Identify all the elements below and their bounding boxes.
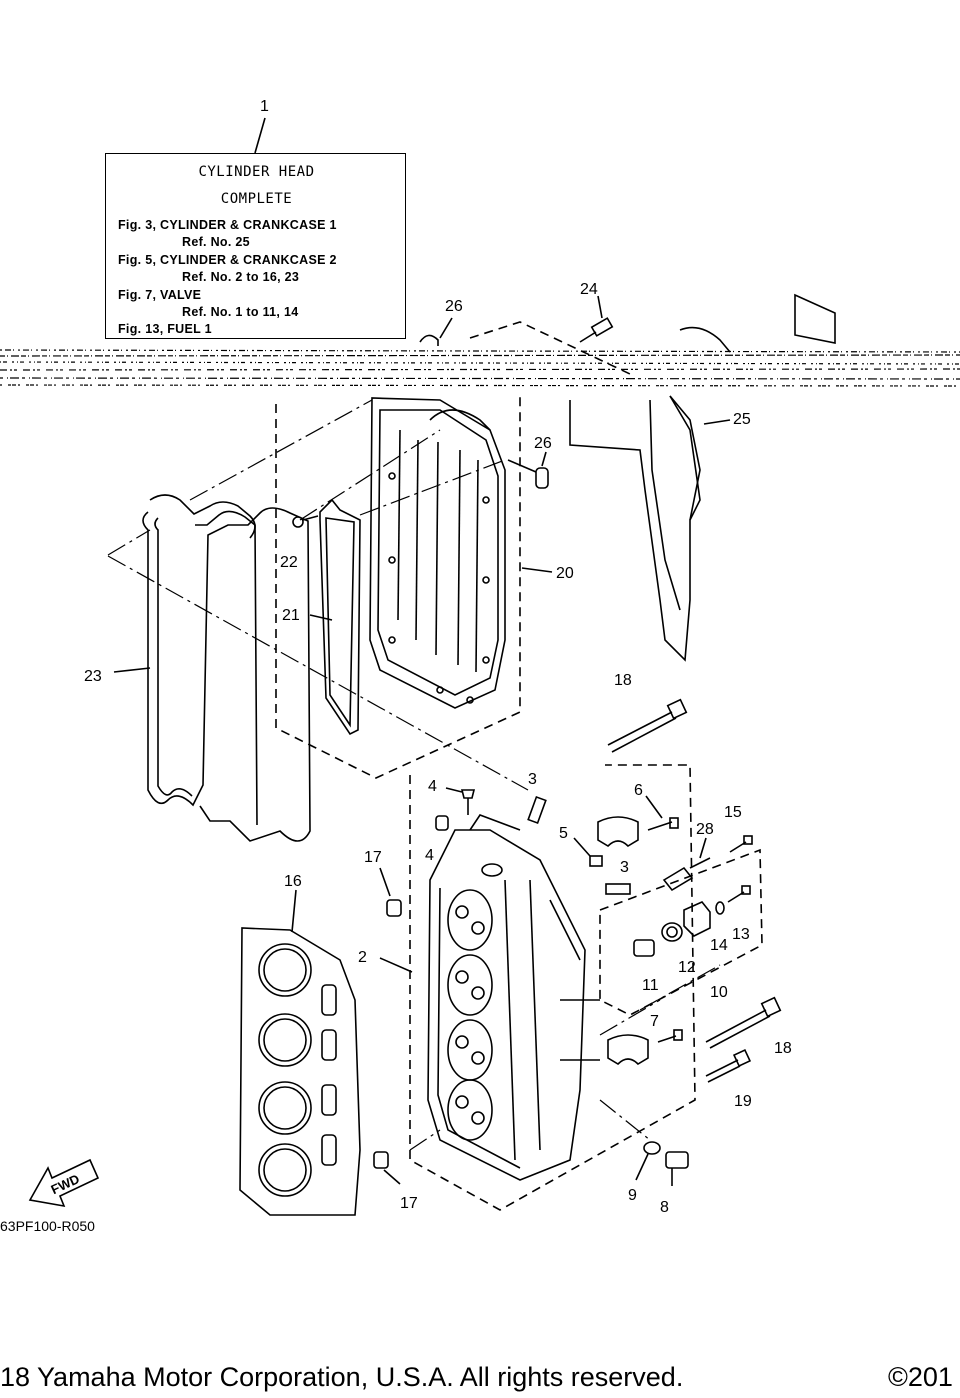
leader-16	[291, 889, 297, 933]
part-4-plug	[435, 787, 476, 831]
dashed-box-top	[469, 321, 631, 375]
part-14-oring	[715, 901, 725, 915]
callout-7: 7	[650, 1013, 659, 1030]
part-16-head-gasket	[239, 927, 361, 1216]
callout-2: 2	[358, 949, 367, 966]
part-9-washer	[635, 1141, 661, 1181]
callout-17-bottom: 17	[400, 1195, 418, 1212]
callout-5: 5	[559, 825, 568, 842]
leader-26	[541, 451, 547, 467]
part-6-bracket	[597, 795, 679, 848]
part-10-sensor-housing	[683, 901, 711, 937]
copyright-footer: 18 Yamaha Motor Corporation, U.S.A. All …	[0, 1362, 684, 1392]
callout-24: 24	[580, 281, 598, 298]
info-ref-line: Fig. 3, CYLINDER & CRANKCASE 1	[118, 218, 337, 232]
callout-20: 20	[556, 565, 574, 582]
part-5-pin	[573, 837, 603, 867]
info-title-line2: COMPLETE	[220, 191, 293, 207]
part-2-cylinder-head	[427, 814, 600, 1181]
part-25-top	[679, 293, 836, 353]
reference-info-box: CYLINDER HEAD COMPLETE Fig. 3, CYLINDER …	[105, 153, 406, 339]
diagram-code: 63PF100-R050	[0, 1218, 95, 1234]
callout-19: 19	[734, 1093, 752, 1110]
info-ref-line: Ref. No. 1 to 11, 14	[182, 305, 299, 319]
callout-9: 9	[628, 1187, 637, 1204]
part-11-plug	[633, 939, 655, 957]
part-18-bolt-bottom	[705, 996, 782, 1049]
callout-10: 10	[710, 984, 728, 1001]
part-26-top	[419, 317, 453, 346]
leader-25	[703, 419, 731, 425]
part-15-screw	[729, 835, 753, 853]
part-23-gasket	[142, 494, 311, 842]
callout-18-top: 18	[614, 672, 632, 689]
part-22-bolt	[292, 515, 319, 528]
part-12-seal	[661, 922, 683, 942]
dashed-box-head	[409, 764, 696, 1211]
info-ref-line: Fig. 7, VALVE	[118, 288, 202, 302]
callout-11: 11	[642, 977, 659, 994]
callout-21: 21	[282, 607, 300, 624]
part-26-grommet	[507, 459, 549, 489]
callout-3-bottom: 3	[620, 859, 629, 876]
part-8-bolt	[665, 1151, 689, 1186]
leader-23	[113, 667, 151, 673]
dashed-box-sensor	[599, 848, 763, 1016]
callout-4-bottom: 4	[425, 847, 434, 864]
part-18-bolt-top	[607, 698, 688, 753]
part-13-screw	[727, 885, 751, 903]
leader-21	[309, 614, 333, 621]
info-ref-line: Fig. 13, FUEL 1	[118, 322, 212, 336]
callout-28: 28	[696, 821, 714, 838]
callout-6: 6	[634, 782, 643, 799]
part-21-gasket	[319, 498, 361, 736]
callout-4-top: 4	[428, 778, 437, 795]
info-title-line1: CYLINDER HEAD	[198, 164, 315, 180]
callout-18-bottom: 18	[774, 1040, 792, 1057]
part-24-bolt	[579, 295, 614, 343]
callout-26-top: 26	[445, 298, 463, 315]
scan-noise-band	[0, 349, 960, 387]
callout-12: 12	[678, 959, 696, 976]
info-ref-line: Ref. No. 2 to 16, 23	[182, 270, 300, 284]
info-ref-line: Fig. 5, CYLINDER & CRANKCASE 2	[118, 253, 337, 267]
dashed-box-cover	[275, 396, 521, 779]
leader-20	[521, 567, 553, 573]
callout-26: 26	[534, 435, 552, 452]
callout-15: 15	[724, 804, 742, 821]
part-7-bracket	[607, 1029, 683, 1066]
part-20-head-cover	[369, 397, 506, 709]
assembly-lines	[107, 399, 721, 1151]
callout-23: 23	[84, 668, 102, 685]
callout-22: 22	[280, 554, 298, 571]
leader-1	[254, 117, 266, 154]
callout-17-top: 17	[364, 849, 382, 866]
callout-16: 16	[284, 873, 302, 890]
info-ref-line: Ref. No. 25	[182, 235, 250, 249]
copyright-year: ©201	[888, 1362, 953, 1392]
part-3-dowel	[527, 795, 631, 895]
part-28-thermo-sensor	[662, 837, 711, 892]
fwd-arrow-icon	[28, 1158, 100, 1208]
part-25-exhaust-cover	[569, 395, 701, 662]
callout-8: 8	[660, 1199, 669, 1216]
callout-3-top: 3	[528, 771, 537, 788]
part-19-bolt	[705, 1048, 752, 1083]
callout-25: 25	[733, 411, 751, 428]
callout-14: 14	[710, 937, 728, 954]
callout-13: 13	[732, 926, 750, 943]
leader-2	[379, 957, 413, 973]
part-17-dowel-top	[379, 867, 402, 917]
part-17-dowel-bottom	[373, 1151, 401, 1185]
callout-1: 1	[260, 98, 269, 115]
